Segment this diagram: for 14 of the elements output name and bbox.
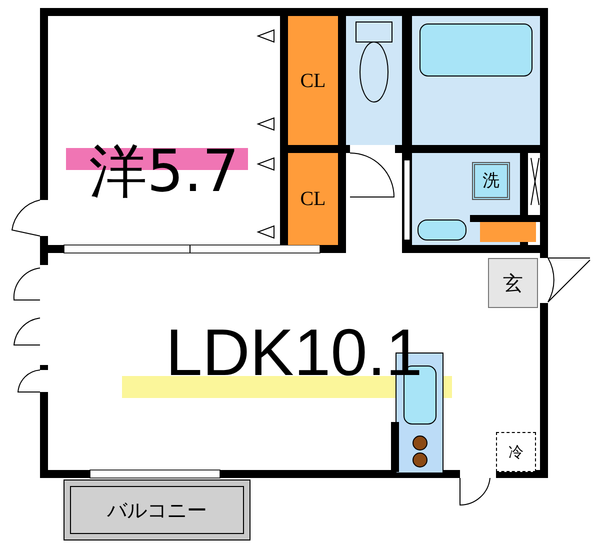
closet-label: CL xyxy=(300,189,326,209)
closet-box xyxy=(288,16,338,145)
washer-label: 洗 xyxy=(482,172,500,190)
entrance-label: 玄 xyxy=(503,273,523,293)
room-label: 洋5.7 xyxy=(88,142,240,200)
entrance-box xyxy=(488,258,538,308)
closet-box xyxy=(288,153,338,245)
washer-box xyxy=(472,162,510,200)
closet-label: CL xyxy=(300,70,326,90)
fridge-box xyxy=(496,432,536,472)
balcony-box xyxy=(70,486,244,534)
room-label: LDK10.1 xyxy=(166,318,422,384)
balcony-label: バルコニー xyxy=(107,500,207,520)
fridge-label: 冷 xyxy=(508,444,524,460)
